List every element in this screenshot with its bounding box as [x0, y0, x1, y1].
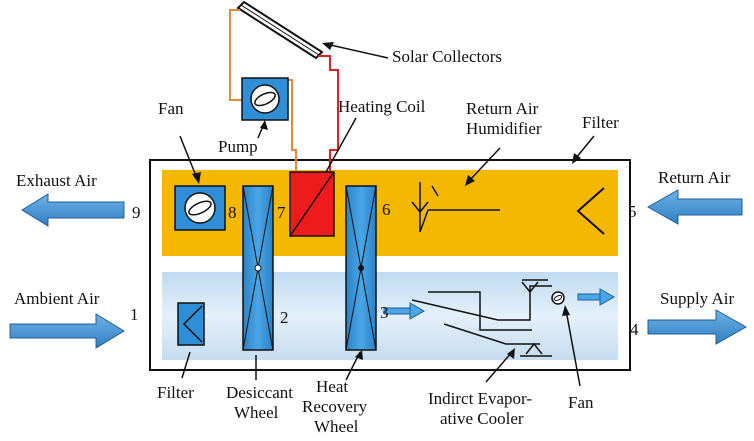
- fan-bottom-label: Fan: [568, 393, 594, 412]
- fan-top-label: Fan: [158, 99, 184, 118]
- supply-air-channel: [162, 272, 618, 360]
- cooler-leader: [485, 351, 513, 383]
- desiccant-wheel-label-1: Desiccant: [226, 383, 293, 402]
- return-air-label: Return Air: [658, 168, 731, 187]
- indirect-evaporative-cooler-icon: [411, 279, 552, 357]
- filter-top-arrowhead: [572, 153, 581, 164]
- station-1: 1: [130, 305, 139, 324]
- solar-collectors-arrowhead: [322, 42, 334, 50]
- ambient-air-label: Ambient Air: [14, 289, 100, 308]
- heating-coil-icon: [289, 171, 335, 237]
- ambient-air-arrow: [9, 313, 125, 349]
- station-8: 8: [228, 203, 237, 222]
- filter-bottom-leader: [181, 351, 191, 379]
- station-9: 9: [132, 203, 141, 222]
- station-6: 6: [382, 200, 391, 219]
- return-air-arrow: [646, 189, 743, 225]
- filter-top-label: Filter: [582, 113, 619, 132]
- supply-fan-icon: [551, 291, 565, 305]
- return-air-humidifier-label-2: Humidifier: [466, 119, 542, 138]
- fan-top-arrowhead: [192, 172, 201, 184]
- filter-bottom-label: Filter: [157, 383, 194, 402]
- flow-arrow-after-wheel: [383, 302, 426, 320]
- station-3: 3: [380, 303, 389, 322]
- return-air-humidifier-label-1: Return Air: [466, 99, 539, 118]
- fan-bottom-leader: [565, 309, 581, 387]
- cooler-arrowhead: [507, 348, 515, 359]
- exhaust-air-label: Exhaust Air: [16, 171, 97, 190]
- supply-fan-blade: [553, 295, 563, 301]
- filter-bottom-icon: [177, 302, 205, 346]
- filter-top-icon: [576, 187, 605, 235]
- pipe-red: [318, 55, 339, 172]
- exhaust-fan-icon: [174, 185, 226, 231]
- filter-top-leader: [575, 135, 595, 159]
- pump-arrowhead: [260, 120, 268, 130]
- solar-collectors-leader: [325, 43, 389, 59]
- desiccant-wheel-label-2: Wheel: [234, 403, 279, 422]
- heat-recovery-label-2: Recovery: [302, 397, 368, 416]
- supply-air-label: Supply Air: [660, 289, 734, 308]
- pump-label: Pump: [218, 137, 258, 156]
- heating-coil-label: Heating Coil: [338, 97, 426, 116]
- fan-top-leader: [179, 135, 197, 177]
- indirect-cooler-label-1: Indirct Evapor-: [428, 389, 532, 408]
- heat-recovery-label-3: Wheel: [314, 417, 359, 436]
- station-7: 7: [277, 203, 286, 222]
- heat-recovery-label-1: Heat: [316, 377, 348, 396]
- fan-bottom-arrowhead: [562, 305, 570, 316]
- supply-air-arrow: [647, 309, 748, 345]
- heat-recovery-arrowhead: [355, 350, 363, 360]
- desiccant-wheel-icon: [242, 185, 274, 351]
- station-2: 2: [280, 308, 289, 327]
- solar-collectors-label: Solar Collectors: [392, 47, 502, 66]
- heating-coil-leader: [325, 117, 357, 173]
- pump-icon: [241, 77, 289, 121]
- indirect-cooler-label-2: ative Cooler: [440, 409, 524, 428]
- humidifier-arrowhead: [465, 175, 475, 186]
- heat-recovery-wheel-icon: [345, 185, 377, 351]
- station-4: 4: [630, 320, 639, 339]
- flow-arrow-after-fan: [577, 288, 616, 306]
- return-air-channel: [162, 170, 618, 256]
- humidifier-leader: [467, 147, 501, 183]
- humidifier-icon: [411, 182, 500, 233]
- station-5: 5: [628, 202, 637, 221]
- pipe-orange-left: [229, 9, 242, 101]
- solar-collector-icon: [236, 0, 324, 60]
- exhaust-air-arrow: [21, 193, 125, 227]
